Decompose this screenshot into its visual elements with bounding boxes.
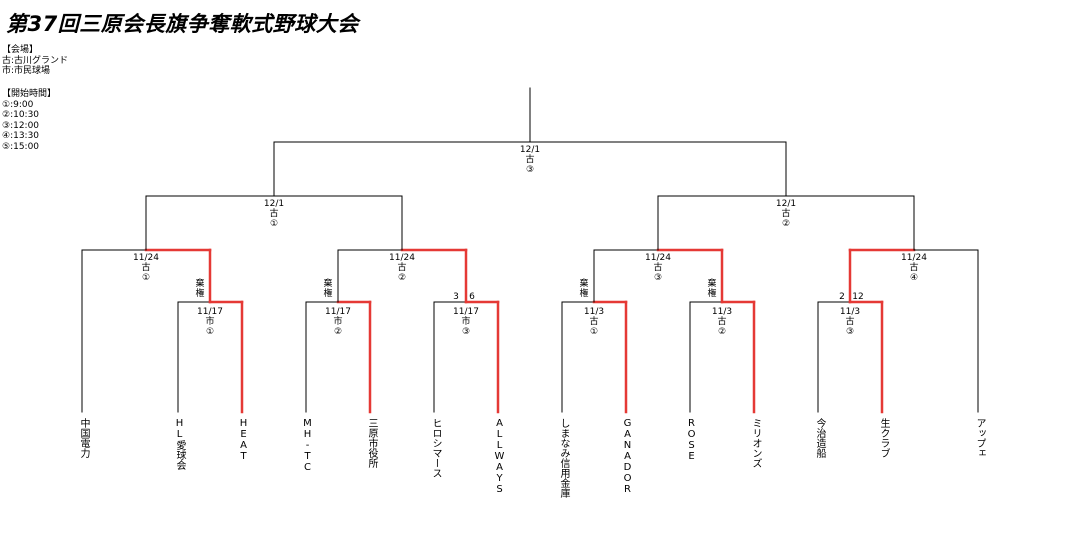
start-time-line: ②:10:30 (2, 110, 40, 120)
team-name: 中国電力 (78, 418, 89, 458)
forfeit-label: 棄 (707, 277, 716, 289)
team-name: ヒロシマース (430, 418, 441, 478)
venue-heading: 【会場】 (2, 45, 39, 55)
match-final-slot: ③ (526, 165, 534, 175)
match-sf-1-slot: ① (270, 219, 278, 229)
match-qf-1-date: 11/24 (133, 253, 159, 263)
score-right: 12 (852, 292, 863, 302)
match-r1-5-venue: 古 (717, 315, 726, 327)
venue-line: 市:市民球場 (2, 66, 51, 76)
match-qf-3-date: 11/24 (645, 253, 671, 263)
forfeit-label: 権 (323, 287, 332, 299)
match-r1-6-date: 11/3 (840, 307, 860, 317)
start-time-line: ④:13:30 (2, 131, 40, 141)
forfeit-label: 棄 (579, 277, 588, 289)
match-r1-4-date: 11/3 (584, 307, 604, 317)
match-qf-4-date: 11/24 (901, 253, 927, 263)
match-r1-1-date: 11/17 (197, 307, 223, 317)
venue-legend: 【会場】 古:古川グランド 市:市民球場 (2, 45, 68, 77)
match-r1-5-date: 11/3 (712, 307, 732, 317)
team-name: ALLWAYS (494, 418, 505, 495)
team-name: ミリオンズ (750, 418, 761, 468)
match-r1-2-venue: 市 (333, 315, 342, 327)
match-sf-2-date: 12/1 (776, 199, 796, 209)
match-r1-3-date: 11/17 (453, 307, 479, 317)
match-r1-3-slot: ③ (462, 327, 470, 337)
match-qf-2-date: 11/24 (389, 253, 415, 263)
page-title: 第37回三原会長旗争奪軟式野球大会 (6, 12, 359, 36)
team-name: 三原市役所 (366, 418, 377, 468)
start-time-legend: 【開始時間】 ①:9:00 ②:10:30 ③:12:00 ④:13:30 ⑤:… (2, 89, 56, 152)
match-qf-2-venue: 古 (397, 261, 406, 273)
match-r1-6-venue: 古 (845, 315, 854, 327)
match-r1-4-venue: 古 (589, 315, 598, 327)
team-name: しまなみ信用金庫 (558, 418, 569, 498)
forfeit-label: 権 (707, 287, 716, 299)
forfeit-label: 棄 (323, 277, 332, 289)
start-time-line: ①:9:00 (2, 99, 34, 110)
score-right: 6 (469, 292, 475, 302)
team-name: 今治造船 (814, 418, 825, 458)
team-name: HEAT (238, 418, 249, 462)
team-name: ROSE (686, 418, 697, 462)
venue-line: 古:古川グランド (2, 55, 69, 66)
match-sf-1-venue: 古 (269, 207, 278, 219)
score-left: 3 (453, 292, 459, 302)
match-qf-2-slot: ② (398, 273, 406, 283)
team-name: アップェ (974, 418, 985, 458)
team-name: HL愛球会 (174, 418, 185, 470)
team-name: MH-TC (302, 418, 313, 473)
match-qf-1-venue: 古 (141, 261, 150, 273)
forfeit-label: 権 (195, 287, 204, 299)
match-final-date: 12/1 (520, 145, 540, 155)
match-final-venue: 古 (525, 153, 534, 165)
match-r1-5-slot: ② (718, 327, 726, 337)
match-r1-1-venue: 市 (205, 315, 214, 327)
forfeit-label: 権 (579, 287, 588, 299)
team-name: 生クラブ (878, 418, 889, 458)
score-left: 2 (839, 292, 845, 302)
match-qf-1-slot: ① (142, 273, 150, 283)
start-time-line: ⑤:15:00 (2, 141, 40, 152)
forfeit-label: 棄 (195, 277, 204, 289)
match-qf-3-slot: ③ (654, 273, 662, 283)
match-r1-6-slot: ③ (846, 327, 854, 337)
match-r1-1-slot: ① (206, 327, 214, 337)
match-r1-3-venue: 市 (461, 315, 470, 327)
start-time-line: ③:12:00 (2, 120, 40, 131)
match-qf-3-venue: 古 (653, 261, 662, 273)
match-sf-1-date: 12/1 (264, 199, 284, 209)
start-time-heading: 【開始時間】 (2, 89, 57, 99)
match-r1-2-slot: ② (334, 327, 342, 337)
match-r1-2-date: 11/17 (325, 307, 351, 317)
match-qf-4-slot: ④ (910, 273, 918, 283)
match-sf-2-venue: 古 (781, 207, 790, 219)
team-name: GANADOR (622, 418, 633, 495)
match-sf-2-slot: ② (782, 219, 790, 229)
match-qf-4-venue: 古 (909, 261, 918, 273)
match-r1-4-slot: ① (590, 327, 598, 337)
